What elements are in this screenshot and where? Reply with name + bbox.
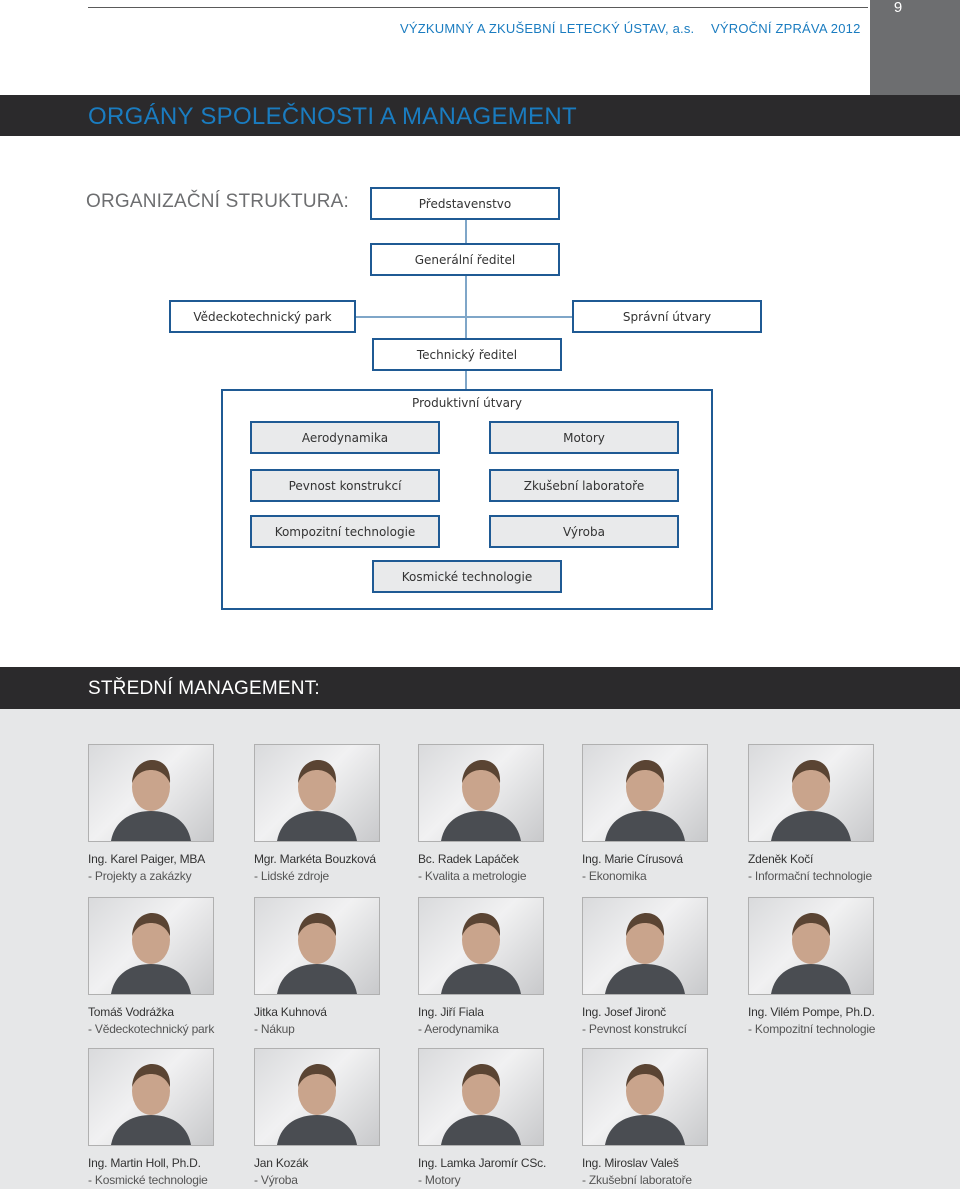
org-connector-trunk bbox=[465, 219, 467, 389]
person-photo bbox=[748, 744, 874, 842]
person-photo bbox=[254, 897, 380, 995]
person-photo bbox=[88, 744, 214, 842]
org-connector-branch bbox=[355, 316, 572, 318]
person-photo bbox=[418, 744, 544, 842]
header-organization: VÝZKUMNÝ A ZKUŠEBNÍ LETECKÝ ÚSTAV, a.s. bbox=[400, 21, 695, 36]
person-card: Zdeněk Kočí - Informační technologie bbox=[748, 744, 908, 883]
person-card: Ing. Jiří Fiala - Aerodynamika bbox=[418, 897, 578, 1036]
portrait-silhouette bbox=[605, 760, 685, 841]
unit-zkusebni-laboratore: Zkušební laboratoře bbox=[489, 469, 679, 502]
person-card: Tomáš Vodrážka - Vědeckotechnický park bbox=[88, 897, 248, 1036]
person-photo bbox=[582, 744, 708, 842]
person-name: Ing. Miroslav Valeš bbox=[582, 1156, 679, 1170]
person-card: Ing. Karel Paiger, MBA - Projekty a zaká… bbox=[88, 744, 248, 883]
portrait-silhouette bbox=[441, 913, 521, 994]
administrative-box: Správní útvary bbox=[572, 300, 762, 333]
portrait-silhouette bbox=[441, 760, 521, 841]
person-card: Ing. Josef Jironč - Pevnost konstrukcí bbox=[582, 897, 742, 1036]
portrait-silhouette bbox=[277, 760, 357, 841]
header-rule bbox=[88, 7, 868, 8]
person-card: Bc. Radek Lapáček - Kvalita a metrologie bbox=[418, 744, 578, 883]
unit-vyroba: Výroba bbox=[489, 515, 679, 548]
person-photo bbox=[582, 1048, 708, 1146]
person-card: Ing. Lamka Jaromír CSc. - Motory bbox=[418, 1048, 578, 1187]
person-role: - Zkušební laboratoře bbox=[582, 1173, 692, 1187]
person-role: - Kvalita a metrologie bbox=[418, 869, 527, 883]
portrait-silhouette bbox=[605, 1064, 685, 1145]
person-name: Ing. Josef Jironč bbox=[582, 1005, 666, 1019]
person-card: Ing. Marie Círusová - Ekonomika bbox=[582, 744, 742, 883]
portrait-silhouette bbox=[771, 913, 851, 994]
person-card: Jan Kozák - Výroba bbox=[254, 1048, 414, 1187]
person-photo bbox=[88, 897, 214, 995]
portrait-silhouette bbox=[111, 1064, 191, 1145]
page-title: ORGÁNY SPOLEČNOSTI A MANAGEMENT bbox=[88, 103, 577, 130]
portrait-silhouette bbox=[441, 1064, 521, 1145]
person-name: Ing. Martin Holl, Ph.D. bbox=[88, 1156, 201, 1170]
person-role: - Výroba bbox=[254, 1173, 298, 1187]
person-name: Ing. Jiří Fiala bbox=[418, 1005, 484, 1019]
page-number-tab bbox=[870, 0, 960, 95]
person-role: - Nákup bbox=[254, 1022, 295, 1036]
unit-kosmicke-technologie: Kosmické technologie bbox=[372, 560, 562, 593]
page-number: 9 bbox=[893, 0, 903, 16]
person-photo bbox=[254, 744, 380, 842]
person-name: Ing. Vilém Pompe, Ph.D. bbox=[748, 1005, 875, 1019]
person-photo bbox=[748, 897, 874, 995]
person-name: Ing. Karel Paiger, MBA bbox=[88, 852, 205, 866]
portrait-silhouette bbox=[277, 913, 357, 994]
unit-kompozitni-technologie: Kompozitní technologie bbox=[250, 515, 440, 548]
person-name: Bc. Radek Lapáček bbox=[418, 852, 519, 866]
person-card: Ing. Martin Holl, Ph.D. - Kosmické techn… bbox=[88, 1048, 248, 1187]
unit-aerodynamika: Aerodynamika bbox=[250, 421, 440, 454]
org-structure-heading: ORGANIZAČNÍ STRUKTURA: bbox=[86, 191, 350, 212]
person-photo bbox=[418, 897, 544, 995]
person-photo bbox=[254, 1048, 380, 1146]
technical-director-box: Technický ředitel bbox=[372, 338, 562, 371]
person-name: Mgr. Markéta Bouzková bbox=[254, 852, 376, 866]
portrait-silhouette bbox=[111, 913, 191, 994]
general-director-box: Generální ředitel bbox=[370, 243, 560, 276]
production-units-label: Produktivní útvary bbox=[412, 396, 522, 410]
person-role: - Pevnost konstrukcí bbox=[582, 1022, 687, 1036]
person-name: Ing. Marie Círusová bbox=[582, 852, 683, 866]
title-band bbox=[0, 95, 960, 136]
science-park-box: Vědeckotechnický park bbox=[169, 300, 356, 333]
person-name: Jitka Kuhnová bbox=[254, 1005, 327, 1019]
person-role: - Informační technologie bbox=[748, 869, 872, 883]
person-role: - Kompozitní technologie bbox=[748, 1022, 876, 1036]
person-photo bbox=[418, 1048, 544, 1146]
page-header bbox=[0, 0, 960, 95]
person-role: - Lidské zdroje bbox=[254, 869, 330, 883]
person-card: Jitka Kuhnová - Nákup bbox=[254, 897, 414, 1036]
person-photo bbox=[88, 1048, 214, 1146]
person-photo bbox=[582, 897, 708, 995]
header-report-title: VÝROČNÍ ZPRÁVA 2012 bbox=[711, 21, 861, 36]
portrait-silhouette bbox=[277, 1064, 357, 1145]
person-name: Tomáš Vodrážka bbox=[88, 1005, 174, 1019]
person-role: - Projekty a zakázky bbox=[88, 869, 192, 883]
unit-pevnost-konstrukci: Pevnost konstrukcí bbox=[250, 469, 440, 502]
person-name: Zdeněk Kočí bbox=[748, 852, 814, 866]
person-role: - Ekonomika bbox=[582, 869, 647, 883]
portrait-silhouette bbox=[605, 913, 685, 994]
person-role: - Kosmické technologie bbox=[88, 1173, 208, 1187]
board-box: Představenstvo bbox=[370, 187, 560, 220]
management-band bbox=[0, 667, 960, 709]
person-role: - Aerodynamika bbox=[418, 1022, 499, 1036]
person-role: - Motory bbox=[418, 1173, 461, 1187]
portrait-silhouette bbox=[111, 760, 191, 841]
person-card: Ing. Miroslav Valeš - Zkušební laboratoř… bbox=[582, 1048, 742, 1187]
unit-motory: Motory bbox=[489, 421, 679, 454]
person-card: Ing. Vilém Pompe, Ph.D. - Kompozitní tec… bbox=[748, 897, 908, 1036]
portrait-silhouette bbox=[771, 760, 851, 841]
person-name: Ing. Lamka Jaromír CSc. bbox=[418, 1156, 547, 1170]
management-heading: STŘEDNÍ MANAGEMENT: bbox=[88, 678, 320, 699]
person-name: Jan Kozák bbox=[254, 1156, 309, 1170]
person-card: Mgr. Markéta Bouzková - Lidské zdroje bbox=[254, 744, 414, 883]
person-role: - Vědeckotechnický park bbox=[88, 1022, 215, 1036]
